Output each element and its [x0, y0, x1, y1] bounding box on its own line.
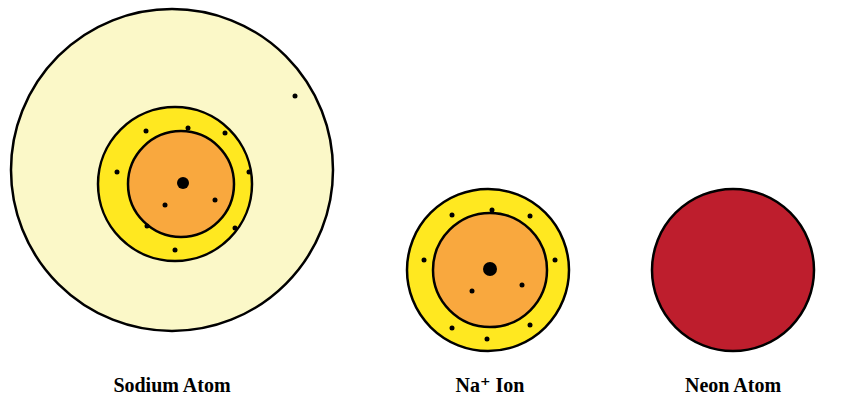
figure-caption: Sodium Atom	[113, 373, 230, 397]
figure-caption: Na⁺ Ion	[456, 373, 525, 397]
neon-atom	[652, 189, 814, 351]
sodium-ion	[407, 189, 569, 351]
sodium-electrons	[115, 94, 298, 253]
sodium-atom	[11, 9, 333, 331]
ion-electrons	[422, 208, 558, 342]
figure-caption: Neon Atom	[685, 373, 781, 397]
